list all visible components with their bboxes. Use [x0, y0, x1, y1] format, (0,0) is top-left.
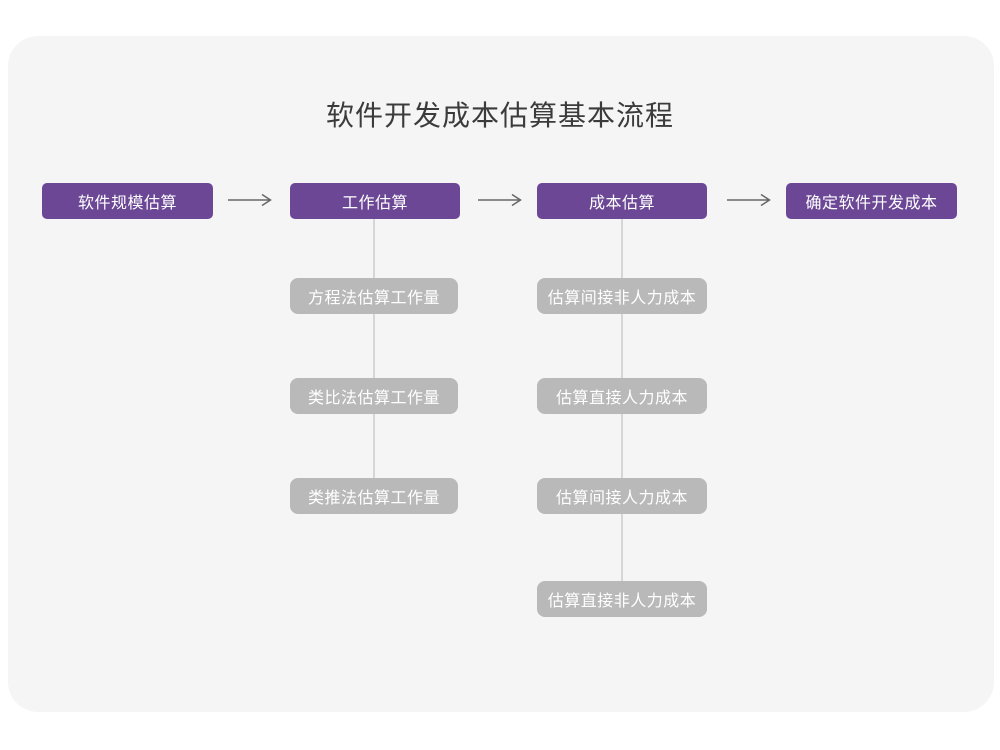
step-cost-estimation: 成本估算	[537, 183, 707, 219]
method-analogy-estimation: 类比法估算工作量	[290, 378, 458, 414]
cost-step-indirect-non-labor: 估算间接非人力成本	[537, 278, 707, 314]
diagram-card	[8, 36, 994, 712]
step-software-size-estimation: 软件规模估算	[42, 183, 213, 219]
cost-step-indirect-labor: 估算间接人力成本	[537, 478, 707, 514]
step-determine-development-cost: 确定软件开发成本	[786, 183, 957, 219]
page-title: 软件开发成本估算基本流程	[325, 100, 674, 131]
method-equation-estimation: 方程法估算工作量	[290, 278, 458, 314]
arrow-right-icon	[228, 193, 272, 207]
connector-line-work-estimation	[373, 219, 375, 499]
arrow-right-icon	[727, 193, 771, 207]
method-extrapolation-estimation: 类推法估算工作量	[290, 478, 458, 514]
cost-step-direct-labor: 估算直接人力成本	[537, 378, 707, 414]
arrow-right-icon	[478, 193, 522, 207]
cost-step-direct-non-labor: 估算直接非人力成本	[537, 581, 707, 617]
step-work-estimation: 工作估算	[290, 183, 460, 219]
